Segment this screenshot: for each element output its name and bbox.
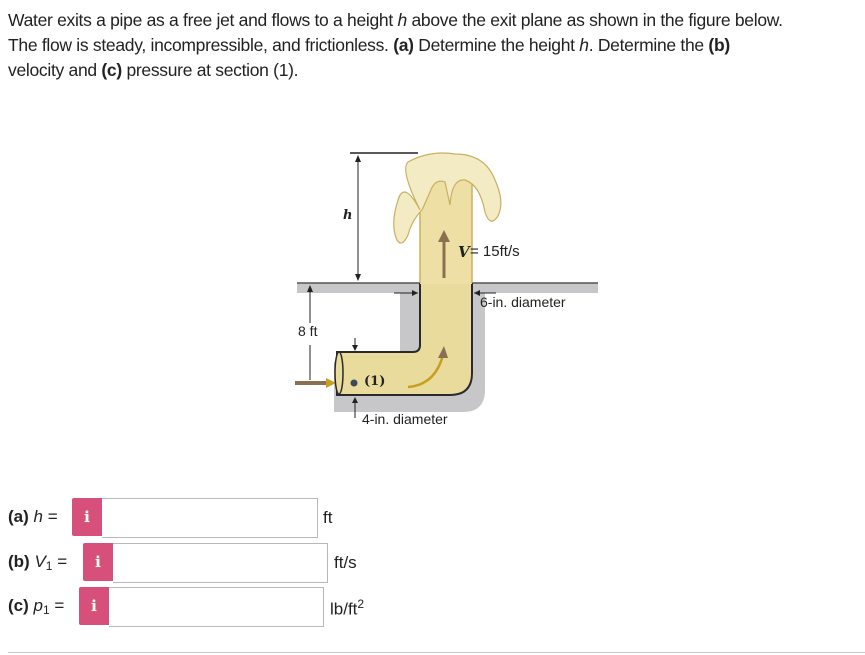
unit-label-b: ft/s [334,553,357,572]
drop-height-label: 8 ft [298,323,318,339]
question-text-part: . Determine the [588,35,709,55]
info-icon: i [95,553,101,571]
question-text-part: The flow is steady, incompressible, and … [8,35,394,55]
variable-h: h [579,35,589,55]
question-text-part: above the exit plane as shown in the fig… [406,10,783,30]
answer-label-c: (c) p1 = [8,596,65,617]
question-text: Water exits a pipe as a free jet and flo… [8,8,863,83]
info-icon-button-a[interactable]: i [72,498,102,536]
unit-label-a: ft [323,508,333,527]
pipe-diagram [295,152,598,418]
part-b-tag: (b) [708,35,730,55]
inlet-diameter-label: 4-in. diameter [362,411,448,427]
height-label: h [343,208,353,223]
pipe-jet-figure: h V = 15ft/s 6-in. diameter 8 ft (1) 4-i… [280,140,600,440]
unit-label-c: lb/ft2 [330,597,365,619]
velocity-var-label: V [458,243,470,261]
variable-h: h [397,10,407,30]
info-icon: i [91,597,97,615]
info-icon-button-b[interactable]: i [83,543,113,581]
section-divider [8,652,865,653]
question-text-part: Water exits a pipe as a free jet and flo… [8,10,398,30]
outlet-diameter-label: 6-in. diameter [480,294,566,310]
question-text-part: velocity and [8,60,102,80]
question-text-part: pressure at section (1). [121,60,299,80]
question-text-part: Determine the height [413,35,580,55]
part-a-tag: (a) [393,35,414,55]
info-icon-button-c[interactable]: i [79,587,109,625]
answer-label-b: (b) V1 = [8,552,68,573]
answer-input-v1[interactable] [113,543,328,583]
answer-input-p1[interactable] [109,587,324,627]
info-icon: i [84,508,90,526]
part-c-tag: (c) [101,60,122,80]
section-1-label: (1) [364,374,386,389]
velocity-value-label: = 15ft/s [470,243,520,260]
answer-input-h[interactable] [102,498,318,538]
answer-label-a: (a) h = [8,507,58,526]
